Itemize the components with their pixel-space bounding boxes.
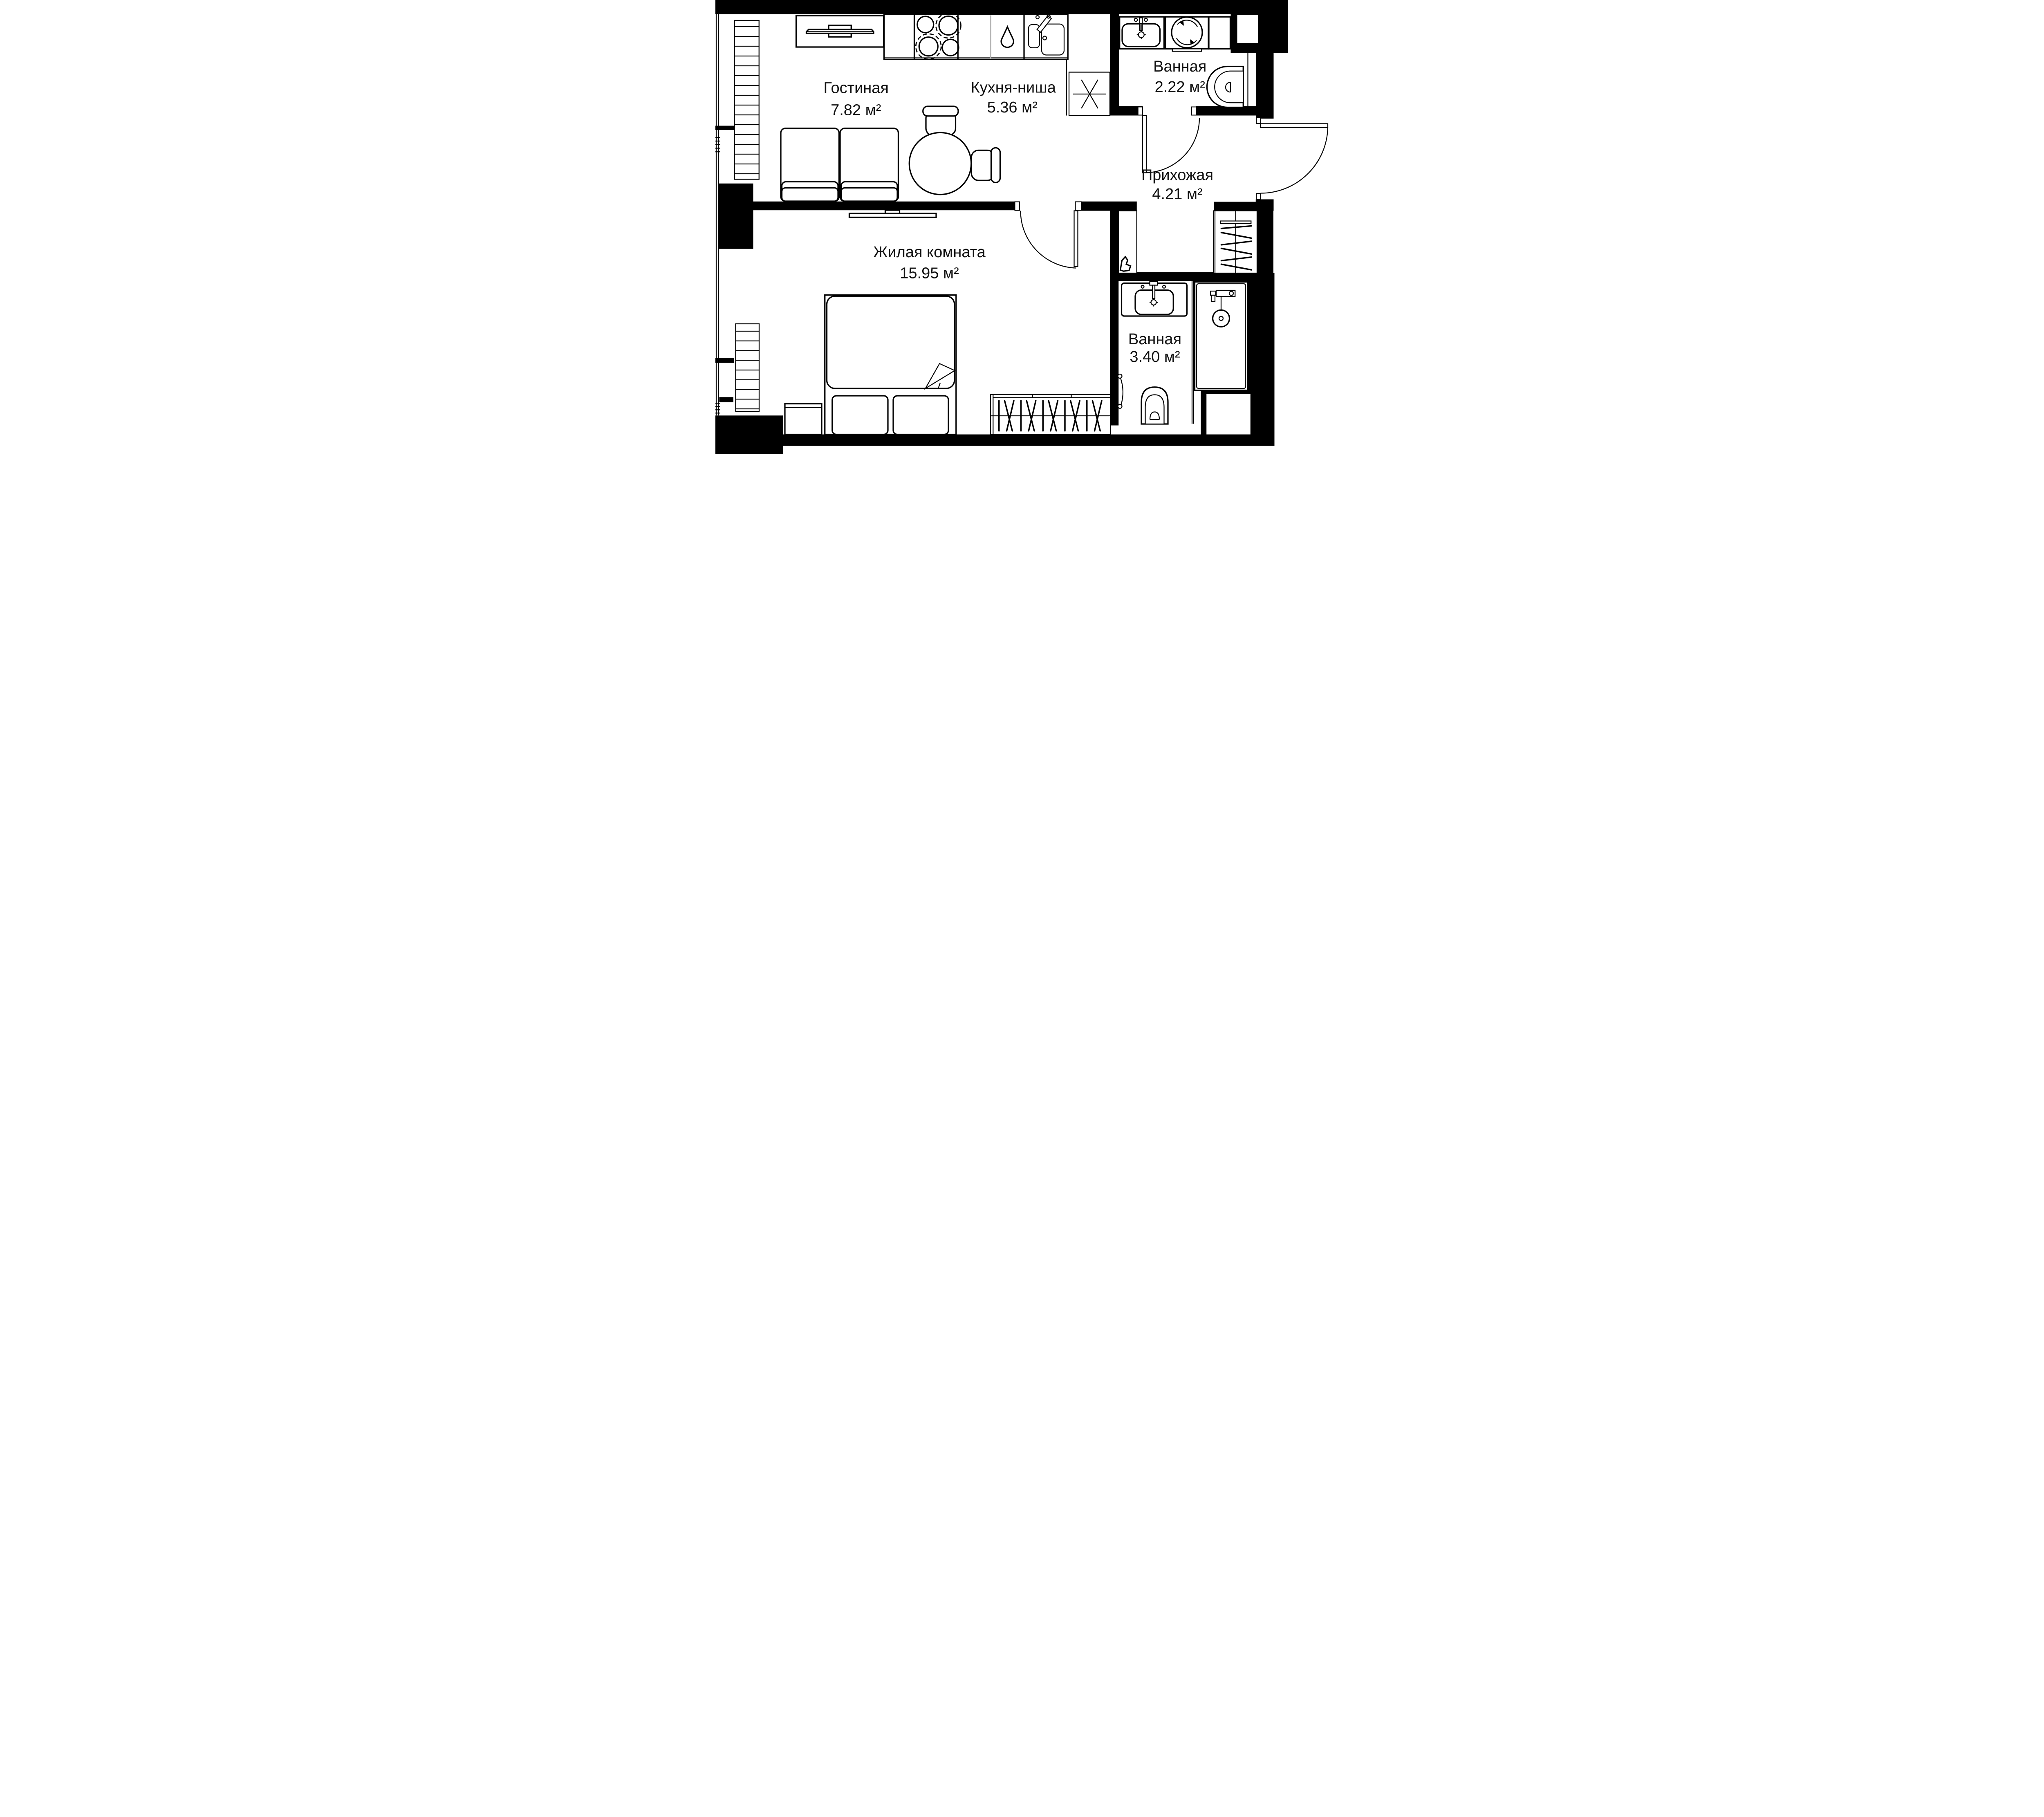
facade-left (715, 14, 760, 416)
wall-bathroom-small-bottom-right (1196, 106, 1256, 116)
label-living-name: Гостиная (824, 80, 889, 97)
washbasin-icon (1119, 16, 1165, 50)
doors (1014, 106, 1329, 269)
window-bedroom (735, 323, 760, 412)
wall-right-entrance-lower (1255, 199, 1274, 211)
stove-icon (915, 12, 961, 60)
wall-bathroom-small-bottom-left (1110, 106, 1143, 116)
room-bathroom-large (1117, 281, 1248, 425)
wall-left-mullion-1 (715, 126, 734, 130)
wardrobe-hangers (998, 400, 1103, 432)
fridge-niche (1066, 59, 1111, 116)
wall-left-mullion-2 (715, 358, 734, 363)
room-bedroom (784, 209, 1111, 435)
bedroom-tv (848, 209, 937, 218)
blanket-fold (924, 363, 956, 390)
labels: Гостиная 7.82 м² Кухня-ниша 5.36 м² Ванн… (824, 58, 1214, 366)
wall-left-pier (718, 183, 753, 249)
wall-left-mullion-3 (719, 397, 733, 402)
door-leaf (1074, 210, 1078, 267)
dining-table (908, 132, 972, 195)
door-leaf (1142, 115, 1147, 173)
wall-bottom-right-void (1206, 394, 1251, 437)
water-drop-icon (1000, 25, 1015, 48)
wardrobe-hangers (1220, 225, 1252, 271)
label-bedroom-name: Жилая комната (873, 244, 986, 261)
washbasin-icon (1121, 281, 1188, 317)
tv-stand (795, 15, 885, 48)
label-bath-small-area: 2.22 м² (1155, 79, 1205, 96)
wall-right-lower (1248, 273, 1275, 446)
toilet-icon (1141, 386, 1169, 425)
sofa (780, 128, 899, 202)
bed-drawer (831, 395, 889, 435)
toilet-icon (1206, 65, 1244, 108)
wall-bathroom-small-left (1110, 14, 1119, 116)
label-kitchen-name: Кухня-ниша (971, 79, 1056, 96)
wall-above-bathroom-large (1110, 272, 1257, 281)
label-kitchen-area: 5.36 м² (987, 99, 1038, 116)
room-bathroom-small (1119, 16, 1248, 108)
wall-bedroom-right (1110, 211, 1119, 426)
room-hallway (1118, 210, 1258, 274)
tv-icon (848, 213, 937, 218)
wall-top (715, 0, 1234, 14)
door-bathroom-small (1137, 106, 1200, 173)
kitchen-counter (883, 13, 1069, 60)
wall-right-upper (1256, 53, 1274, 119)
room-kitchen (883, 12, 1111, 116)
bathroom-cabinet (1208, 16, 1231, 50)
mattress (826, 295, 955, 389)
bed-drawer (892, 395, 949, 435)
wall-living-bedroom (718, 201, 1015, 211)
entrance-door-leaf (1260, 123, 1329, 128)
wall-bottom-left-corner (715, 415, 783, 454)
nightstand (784, 403, 823, 435)
washing-machine-icon (1165, 16, 1209, 52)
door-bedroom (1014, 201, 1082, 269)
label-living-area: 7.82 м² (831, 101, 881, 119)
door-entrance (1256, 117, 1329, 200)
door-arc (1020, 211, 1076, 269)
label-bath-large-name: Ванная (1128, 331, 1181, 348)
walls (715, 0, 1288, 454)
drain-icon (1136, 30, 1146, 39)
door-arc (1144, 117, 1200, 173)
label-bath-small-name: Ванная (1153, 58, 1206, 75)
window-living-room (734, 20, 760, 180)
wall-hall-bottom-left (1081, 201, 1137, 211)
drain-icon (1150, 298, 1158, 307)
bedroom-wardrobe (990, 394, 1111, 435)
wall-hall-bottom-right (1214, 202, 1257, 211)
fridge-snowflake-icon (1073, 79, 1106, 109)
radiator-icon (715, 137, 720, 414)
towel-radiator-icon (1117, 373, 1124, 409)
shower-head (1212, 309, 1230, 328)
chair (970, 147, 1001, 184)
floor-plan: Гостиная 7.82 м² Кухня-ниша 5.36 м² Ванн… (715, 0, 1329, 454)
bed (824, 294, 957, 435)
label-hallway-area: 4.21 м² (1152, 186, 1202, 203)
kitchen-sink-icon (1028, 14, 1065, 56)
dining-set (908, 105, 1001, 195)
label-hallway-name: Прихожая (1141, 167, 1213, 184)
room-living (780, 15, 1001, 202)
chair (922, 105, 959, 136)
entrance-door-arc (1260, 127, 1329, 194)
wall-hall-wardrobe-right (1257, 211, 1273, 273)
wall-bottom (783, 434, 1275, 446)
label-bath-large-area: 3.40 м² (1130, 348, 1180, 366)
riser-blob (1119, 256, 1132, 272)
utility-shaft (1118, 210, 1137, 274)
shower-icon (1191, 281, 1248, 424)
wall-niche (1237, 15, 1258, 43)
hall-wardrobe (1213, 210, 1258, 274)
label-bedroom-area: 15.95 м² (900, 265, 959, 282)
